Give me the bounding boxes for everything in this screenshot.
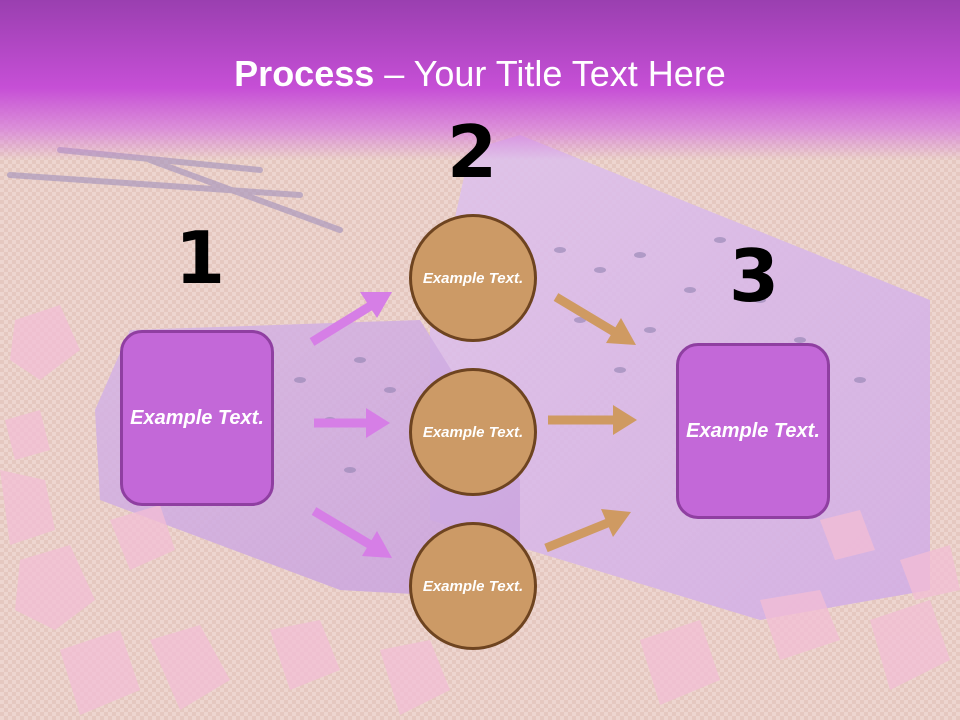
arrow-from-circle-2 xyxy=(548,405,637,435)
circle-1-text: Example Text. xyxy=(422,269,524,287)
step-3-text: Example Text. xyxy=(686,419,820,442)
title-bold: Process xyxy=(234,53,375,94)
arrow-to-circle-2 xyxy=(314,408,390,438)
circle-1[interactable]: Example Text. xyxy=(409,214,537,342)
step-1-text: Example Text. xyxy=(130,406,264,429)
step-number-1: 1 xyxy=(174,216,226,300)
arrow-from-circle-3 xyxy=(544,509,631,553)
step-1-box[interactable]: Example Text. xyxy=(120,330,274,506)
step-number-2: 2 xyxy=(446,110,498,194)
title-rest: – Your Title Text Here xyxy=(374,53,726,94)
step-number-3: 3 xyxy=(728,234,780,318)
circle-2[interactable]: Example Text. xyxy=(409,368,537,496)
circle-3-text: Example Text. xyxy=(422,577,524,595)
circle-3[interactable]: Example Text. xyxy=(409,522,537,650)
arrow-from-circle-1 xyxy=(553,293,636,345)
slide-title: Process – Your Title Text Here xyxy=(0,52,960,96)
step-3-box[interactable]: Example Text. xyxy=(676,343,830,519)
circle-2-text: Example Text. xyxy=(422,423,524,441)
title-band xyxy=(0,0,960,160)
arrow-to-circle-1 xyxy=(309,292,392,346)
arrow-to-circle-3 xyxy=(311,507,392,558)
